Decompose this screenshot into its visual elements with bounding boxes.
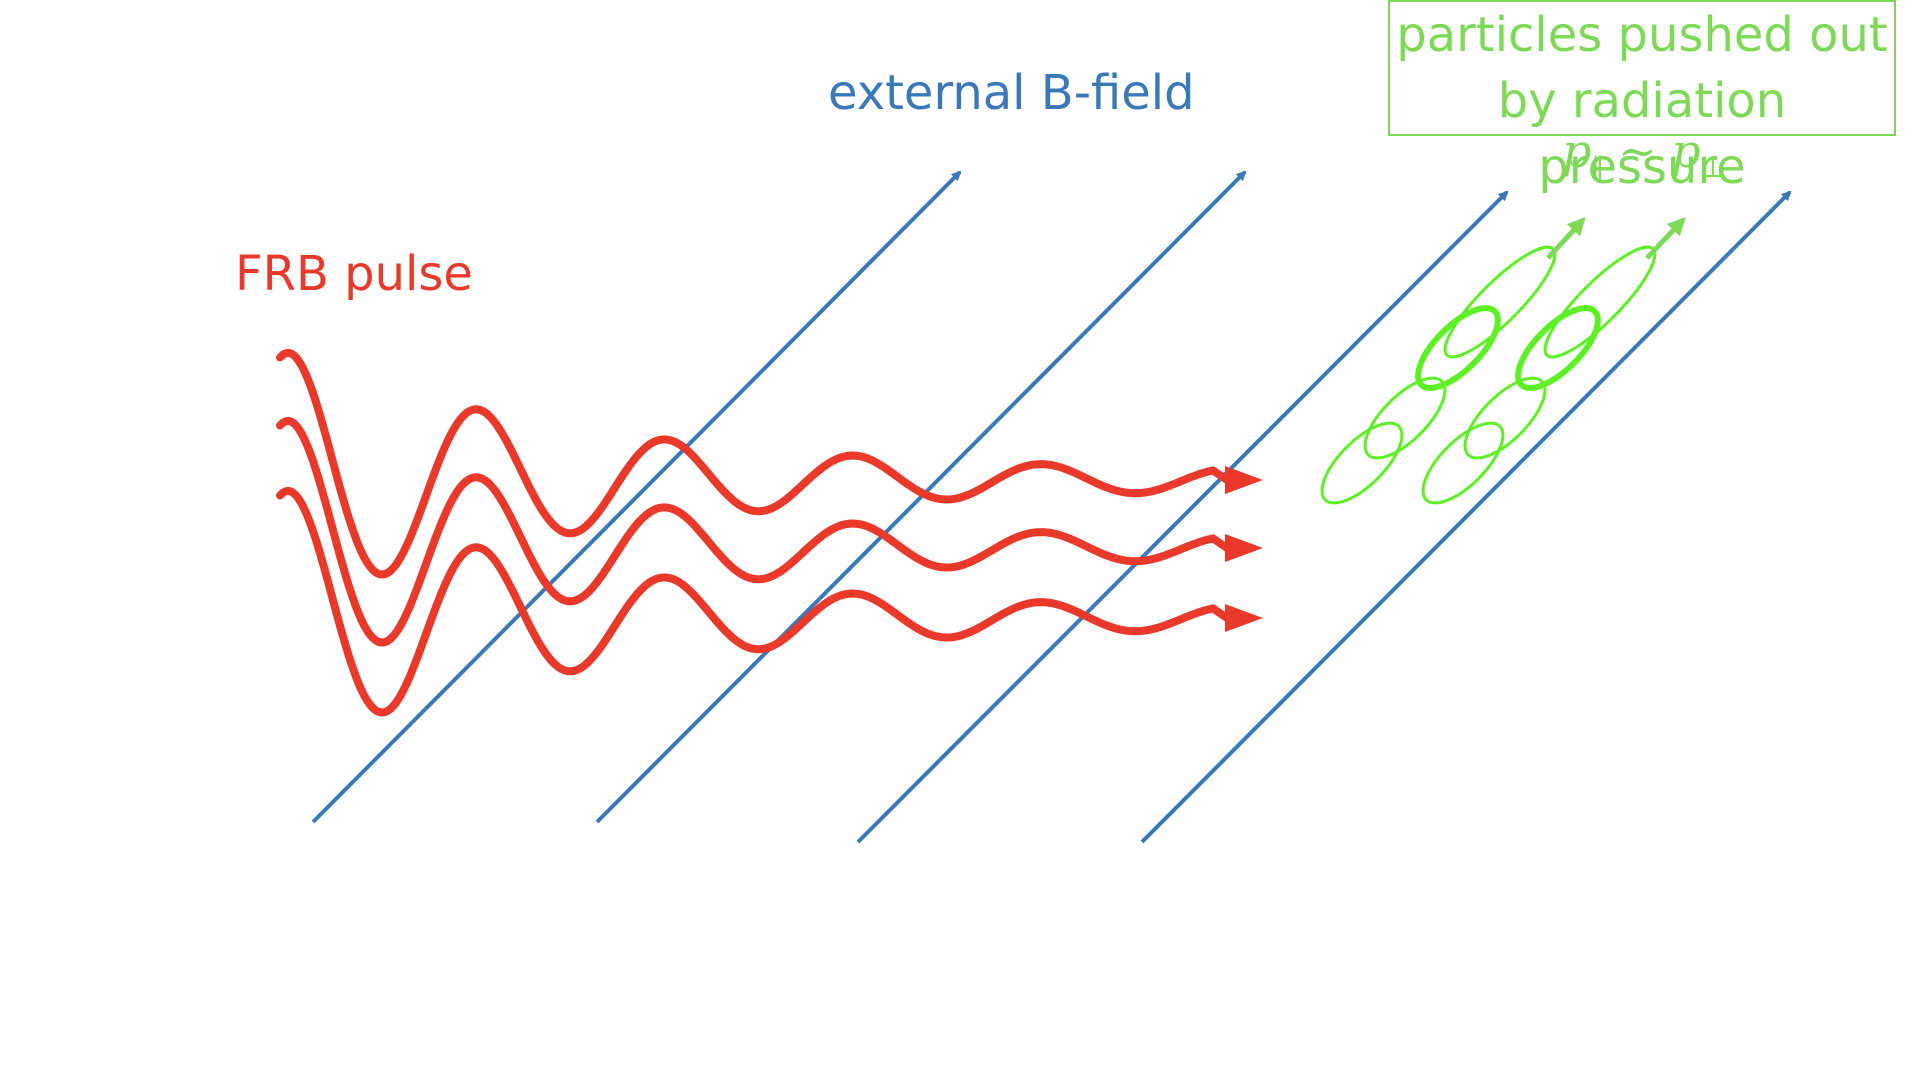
external-field-label: external B-field (828, 65, 1195, 121)
particle-orbits (1320, 217, 1686, 505)
pulse-wave-3 (276, 486, 1231, 717)
pulse-arrowhead-2 (1225, 534, 1263, 562)
field-line-1 (311, 170, 962, 824)
pulse-wave-1 (276, 348, 1231, 579)
field-lines (311, 170, 1792, 844)
field-line-2 (595, 170, 1247, 824)
momentum-relation-label: p∥ ∼ p⊥ (1562, 128, 1725, 182)
pulse-arrowhead-3 (1225, 604, 1263, 632)
particle-orbit-2 (1363, 376, 1447, 460)
frb-pulse-label: FRB pulse (235, 246, 473, 302)
pulse-waves (276, 348, 1263, 717)
particle-orbit-4 (1443, 245, 1557, 359)
momentum-perp-symbol: p (1671, 124, 1701, 178)
particle-orbit-5 (1421, 421, 1505, 505)
particles-label-line1: particles pushed out (1396, 7, 1888, 63)
pulse-wave-2 (276, 416, 1231, 647)
particle-momentum-arrow-2 (1645, 217, 1686, 260)
particles-annotation-box: particles pushed out by radiation pressu… (1388, 0, 1896, 195)
momentum-parallel-subscript: ∥ (1591, 154, 1604, 185)
momentum-tilde: ∼ (1603, 124, 1672, 178)
particle-momentum-arrow-1 (1546, 217, 1586, 260)
particles-label-line2: by radiation pressure (1497, 73, 1787, 195)
field-line-4 (1140, 190, 1792, 844)
particle-orbit-1 (1320, 421, 1404, 505)
particle-orbit-6 (1463, 376, 1547, 460)
momentum-perp-subscript: ⊥ (1700, 154, 1726, 185)
field-line-3 (856, 190, 1509, 844)
momentum-parallel-symbol: p (1562, 124, 1592, 178)
pulse-arrowhead-1 (1225, 466, 1263, 494)
particle-orbit-7 (1515, 305, 1601, 391)
particle-orbit-3 (1415, 305, 1501, 391)
